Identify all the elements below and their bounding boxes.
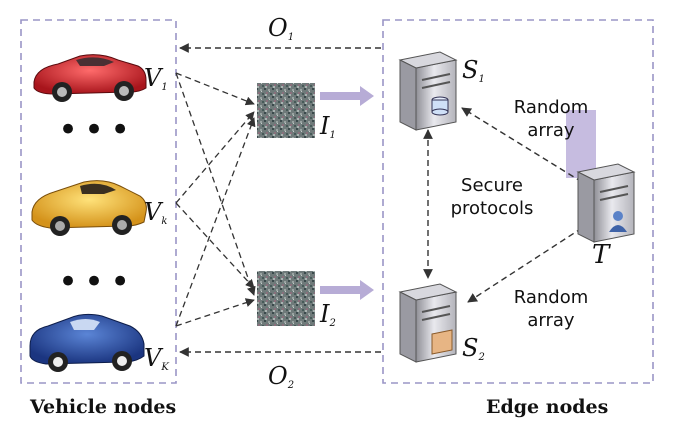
vehicle-nodes-box bbox=[20, 19, 177, 384]
server-s2-icon bbox=[398, 283, 458, 363]
server-s1-icon bbox=[398, 51, 458, 131]
fat-arrow-2 bbox=[320, 280, 374, 300]
vehicle-1-label: V1 bbox=[144, 64, 168, 93]
vehicle-k-label: Vk bbox=[144, 198, 168, 227]
random-array-arrow-1 bbox=[461, 107, 583, 183]
random-array-arrow-2 bbox=[467, 227, 583, 303]
server-2-label: S2 bbox=[462, 334, 485, 363]
image-share-1 bbox=[257, 83, 315, 138]
output-2-label: O2 bbox=[268, 362, 295, 391]
car-yellow-icon bbox=[31, 180, 147, 236]
server-t-icon bbox=[576, 163, 636, 243]
vehicle-ellipsis-1: ••• bbox=[58, 110, 137, 150]
output-1-label: O1 bbox=[268, 14, 295, 43]
share-arrows bbox=[175, 72, 256, 327]
car-blue-icon bbox=[29, 313, 145, 372]
image-2-label: I2 bbox=[320, 300, 336, 329]
random-array-bar bbox=[566, 110, 596, 178]
server-1-label: S1 bbox=[462, 56, 485, 85]
fat-arrow-1 bbox=[320, 86, 374, 106]
third-party-label: T bbox=[592, 240, 610, 270]
edge-nodes-box bbox=[382, 19, 654, 384]
random-array-top-label: Random array bbox=[513, 97, 589, 141]
edge-nodes-caption: Edge nodes bbox=[486, 396, 609, 418]
image-share-2 bbox=[257, 271, 315, 326]
car-red-icon bbox=[33, 54, 147, 102]
vehicle-ellipsis-2: ••• bbox=[58, 262, 137, 302]
vehicle-K-label: VK bbox=[144, 344, 169, 373]
image-1-label: I1 bbox=[320, 112, 336, 141]
random-array-bottom-label: Random array bbox=[513, 287, 589, 331]
secure-protocols-label: Secure protocols bbox=[450, 175, 534, 219]
vehicle-nodes-caption: Vehicle nodes bbox=[30, 396, 177, 418]
